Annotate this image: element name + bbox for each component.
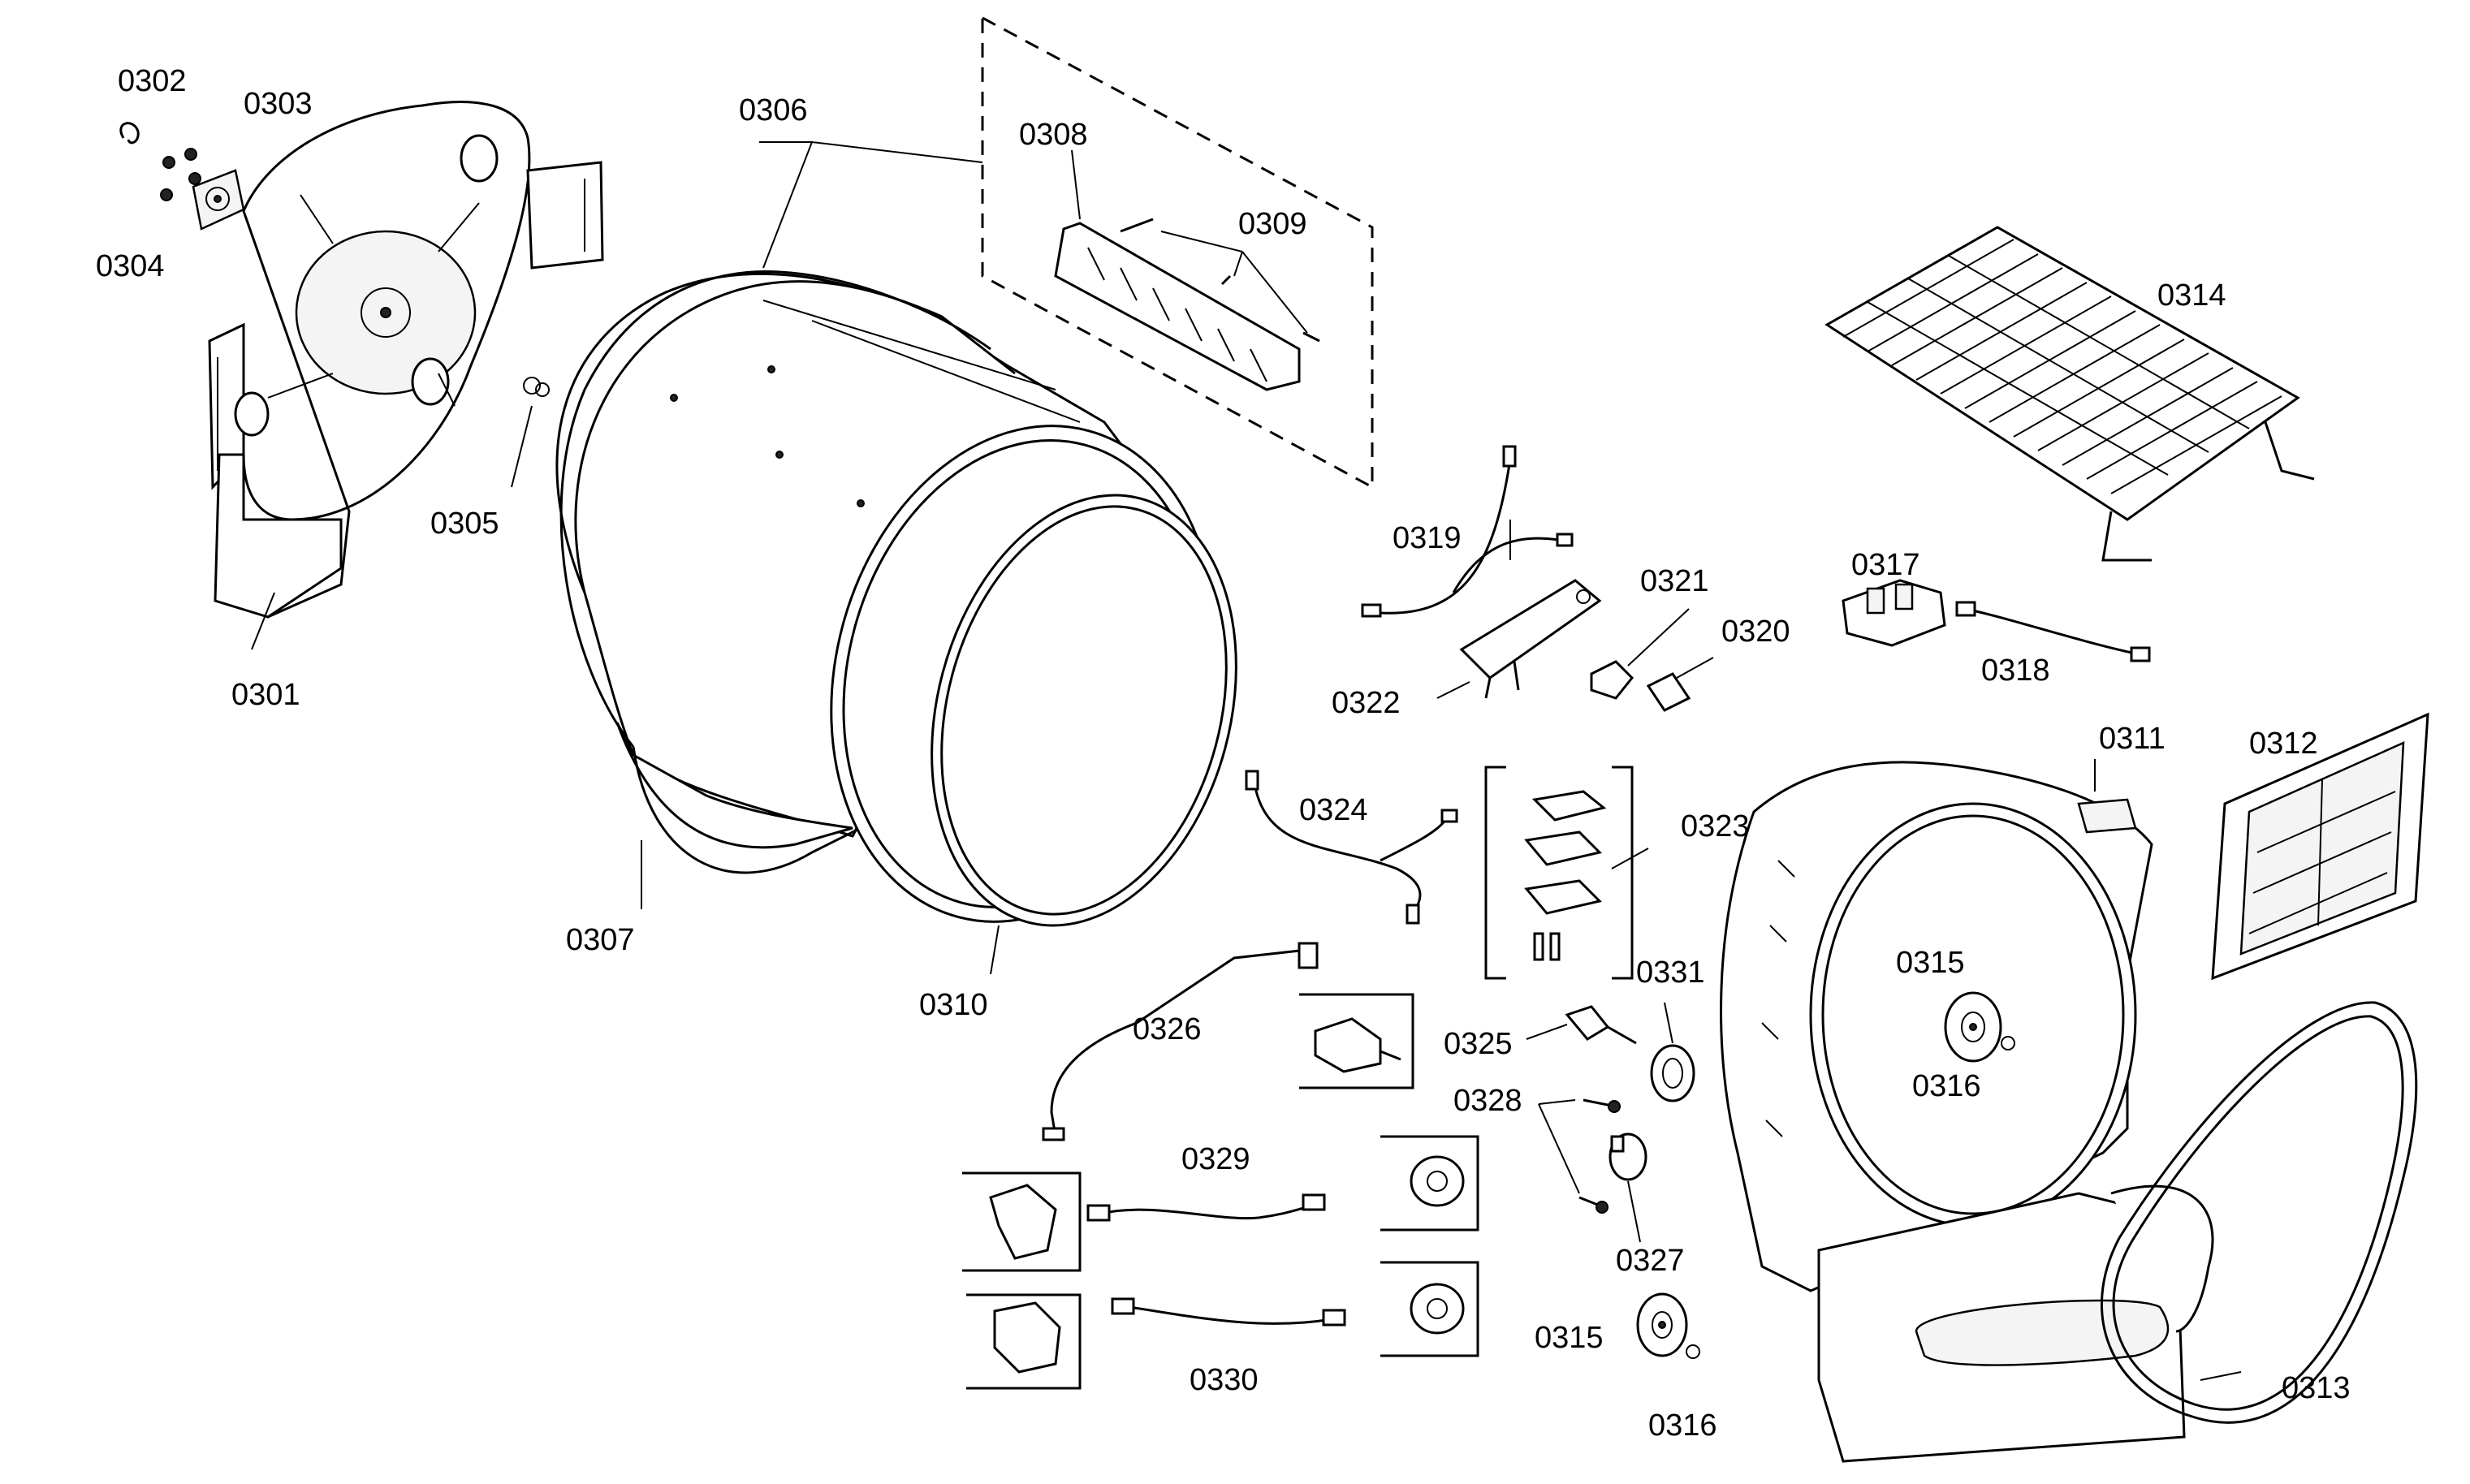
- label-0313: 0313: [2282, 1371, 2351, 1405]
- part-0321-sensor: [1590, 660, 1634, 700]
- label-0304: 0304: [96, 249, 165, 283]
- label-0302: 0302: [118, 64, 187, 98]
- label-0306: 0306: [739, 93, 808, 127]
- part-0320-cap: [1646, 672, 1691, 712]
- part-0306-drum: [555, 272, 1157, 849]
- label-0312: 0312: [2249, 727, 2318, 761]
- part-0301-rear-bulkhead: [208, 101, 604, 619]
- part-0331-pulley: [1650, 1044, 1695, 1102]
- part-0316-clip-lower: [1686, 1344, 1700, 1359]
- part-0328-screws: [1578, 1098, 1621, 1214]
- part-0327-thermostat: [1609, 1132, 1647, 1181]
- label-0321: 0321: [1640, 564, 1709, 598]
- label-0330: 0330: [1190, 1363, 1259, 1397]
- part-labels: 0302 0303 0304 0305 0301 0306 0308 0309 …: [96, 64, 2351, 1443]
- part-0302-clip: [119, 122, 140, 145]
- part-0313-drive-belt: [2101, 1001, 2418, 1424]
- part-0308-0309-baffle-box: [981, 15, 1374, 490]
- part-0303-bracket: [192, 169, 245, 231]
- label-0326: 0326: [1133, 1012, 1202, 1046]
- label-0331: 0331: [1636, 956, 1705, 990]
- part-0322-bracket: [1459, 579, 1602, 699]
- part-0310-front-seal: [830, 425, 1237, 927]
- part-0311-front-bulkhead: [1720, 761, 2214, 1463]
- label-0307: 0307: [566, 923, 635, 957]
- part-0307-drum-belt: [559, 270, 991, 874]
- label-0314: 0314: [2157, 278, 2226, 313]
- label-0315-lower: 0315: [1535, 1321, 1604, 1355]
- label-0316-upper: 0316: [1912, 1069, 1981, 1103]
- part-0305-washer: [523, 377, 550, 397]
- part-0325-thermistor: [1565, 1005, 1637, 1045]
- part-0317-terminal-block: [1842, 579, 1946, 647]
- label-0315-upper: 0315: [1896, 946, 1965, 980]
- label-0317: 0317: [1851, 548, 1920, 582]
- label-0305: 0305: [430, 507, 499, 541]
- label-0303: 0303: [244, 87, 313, 121]
- label-0320: 0320: [1721, 615, 1790, 649]
- part-0324-wire: [1245, 770, 1458, 925]
- part-0330-wire: [966, 1261, 1479, 1390]
- part-0316-clip-upper: [2001, 1036, 2015, 1050]
- part-0329-wire: [962, 1135, 1479, 1272]
- label-0316-lower: 0316: [1648, 1409, 1717, 1443]
- label-0318: 0318: [1981, 654, 2050, 688]
- part-0304-screws: [160, 148, 201, 201]
- label-0325: 0325: [1444, 1027, 1513, 1061]
- part-0312-lint-filter: [2211, 712, 2429, 981]
- label-0308: 0308: [1019, 118, 1088, 152]
- label-0309: 0309: [1238, 207, 1307, 241]
- label-0310: 0310: [919, 988, 988, 1022]
- label-0323: 0323: [1681, 809, 1750, 843]
- label-0328: 0328: [1453, 1084, 1522, 1118]
- part-0323-lint-sensor-kit: [1484, 766, 1634, 980]
- part-0326-harness: [1042, 942, 1414, 1141]
- part-0318-harness: [1955, 601, 2151, 662]
- label-0329: 0329: [1181, 1142, 1250, 1176]
- label-0327: 0327: [1616, 1244, 1685, 1278]
- label-0319: 0319: [1393, 521, 1462, 555]
- part-0315-idler-upper: [1944, 991, 2002, 1063]
- label-0311: 0311: [2099, 722, 2166, 756]
- part-0315-idler-lower: [1636, 1292, 1688, 1357]
- label-0322: 0322: [1332, 686, 1401, 720]
- label-0324: 0324: [1299, 793, 1368, 827]
- label-0301: 0301: [231, 678, 300, 712]
- leader-lines: [251, 141, 2242, 1381]
- part-0319-wire: [1361, 445, 1574, 618]
- part-0314-drying-rack: [1824, 226, 2315, 562]
